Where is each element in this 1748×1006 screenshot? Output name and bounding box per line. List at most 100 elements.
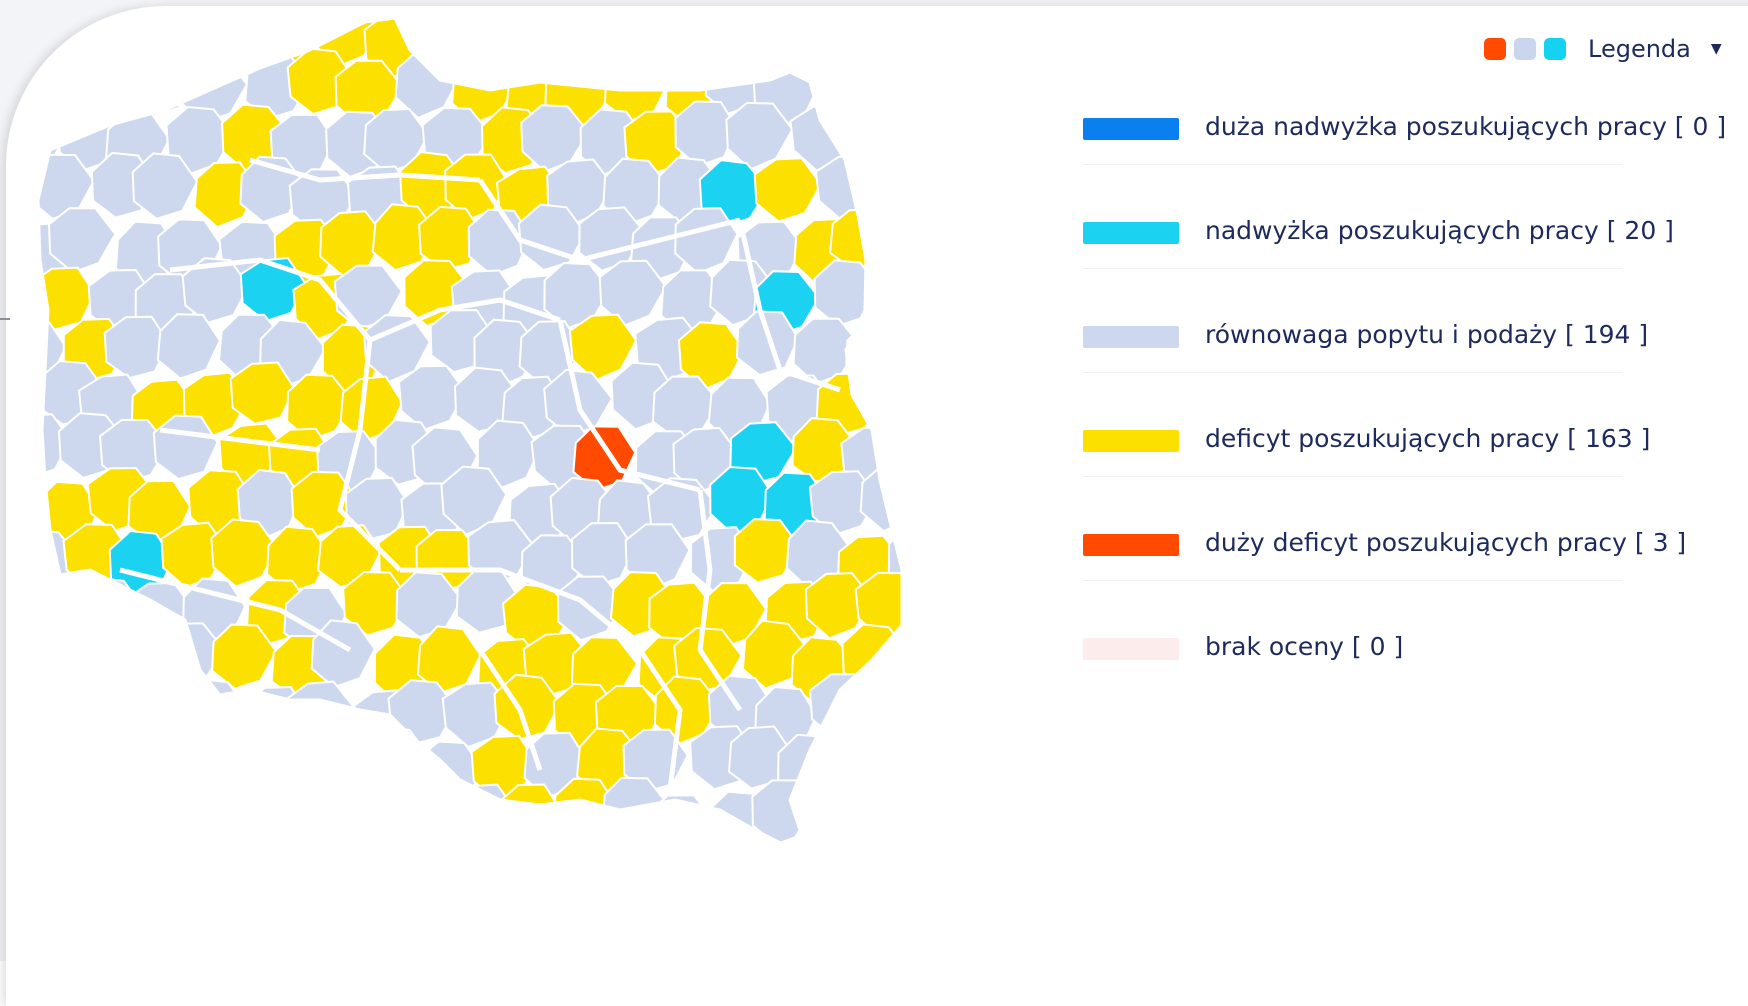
county-region[interactable]: [443, 898, 507, 950]
county-region[interactable]: [622, 844, 687, 914]
county-region[interactable]: [568, 313, 638, 382]
county-region[interactable]: [572, 425, 637, 492]
county-region[interactable]: [943, 522, 1008, 587]
county-region[interactable]: [416, 838, 484, 906]
county-region[interactable]: [966, 375, 1020, 440]
county-region[interactable]: [20, 739, 79, 807]
county-region[interactable]: [126, 51, 194, 118]
county-region[interactable]: [211, 623, 278, 690]
county-region[interactable]: [396, 887, 462, 950]
county-region[interactable]: [868, 56, 935, 124]
county-region[interactable]: [665, 898, 731, 950]
county-region[interactable]: [112, 10, 180, 63]
county-region[interactable]: [20, 845, 61, 911]
county-region[interactable]: [913, 680, 977, 744]
county-region[interactable]: [27, 687, 93, 758]
county-region[interactable]: [555, 890, 617, 950]
county-region[interactable]: [191, 889, 255, 950]
poland-map[interactable]: [20, 10, 1020, 950]
county-region[interactable]: [970, 676, 1020, 740]
county-region[interactable]: [912, 884, 974, 946]
county-region[interactable]: [522, 836, 590, 904]
county-region[interactable]: [165, 730, 233, 799]
county-region[interactable]: [972, 575, 1020, 638]
county-region[interactable]: [672, 10, 739, 70]
county-region[interactable]: [937, 111, 999, 176]
county-region[interactable]: [960, 897, 1020, 950]
county-region[interactable]: [909, 574, 973, 638]
county-region[interactable]: [313, 839, 378, 902]
county-region[interactable]: [215, 845, 284, 912]
county-region[interactable]: [867, 793, 936, 857]
county-region[interactable]: [968, 263, 1020, 326]
county-region[interactable]: [946, 424, 1010, 490]
county-region[interactable]: [863, 273, 926, 342]
county-region[interactable]: [115, 846, 182, 909]
county-region[interactable]: [207, 10, 273, 72]
county-map-svg[interactable]: [20, 10, 1020, 950]
county-region[interactable]: [127, 479, 192, 545]
county-region[interactable]: [598, 259, 668, 328]
county-region[interactable]: [360, 839, 429, 909]
county-region[interactable]: [914, 56, 977, 124]
county-region[interactable]: [920, 781, 983, 847]
county-region[interactable]: [362, 314, 431, 384]
county-region[interactable]: [82, 48, 149, 118]
county-region[interactable]: [793, 837, 862, 902]
county-region[interactable]: [924, 366, 987, 430]
county-region[interactable]: [20, 10, 72, 74]
county-region[interactable]: [946, 622, 1014, 687]
caret-down-icon[interactable]: ▼: [1710, 41, 1722, 57]
county-region[interactable]: [333, 264, 403, 331]
county-region[interactable]: [968, 153, 1020, 221]
county-region[interactable]: [881, 317, 944, 381]
county-region[interactable]: [520, 104, 590, 173]
county-region[interactable]: [440, 465, 508, 536]
county-region[interactable]: [865, 892, 930, 950]
county-region[interactable]: [814, 881, 876, 948]
county-region[interactable]: [47, 207, 117, 274]
county-region[interactable]: [472, 10, 538, 75]
county-region[interactable]: [50, 13, 116, 81]
county-region[interactable]: [33, 776, 100, 841]
county-region[interactable]: [738, 10, 804, 69]
county-region[interactable]: [813, 259, 881, 328]
county-region[interactable]: [977, 777, 1020, 840]
county-region[interactable]: [892, 638, 958, 706]
county-region[interactable]: [943, 848, 1009, 911]
county-region[interactable]: [898, 736, 964, 803]
county-region[interactable]: [131, 889, 195, 950]
county-region[interactable]: [287, 680, 356, 746]
county-region[interactable]: [866, 374, 936, 440]
county-region[interactable]: [34, 881, 102, 947]
county-region[interactable]: [467, 834, 533, 900]
county-region[interactable]: [181, 257, 250, 324]
county-region[interactable]: [87, 782, 155, 848]
county-region[interactable]: [404, 781, 472, 848]
county-region[interactable]: [156, 313, 222, 380]
county-region[interactable]: [209, 725, 276, 790]
county-region[interactable]: [37, 63, 102, 129]
county-region[interactable]: [730, 843, 796, 907]
county-region[interactable]: [946, 208, 1014, 273]
county-region[interactable]: [837, 10, 902, 63]
county-region[interactable]: [638, 15, 706, 80]
county-region[interactable]: [493, 673, 562, 741]
county-region[interactable]: [416, 625, 482, 694]
county-region[interactable]: [422, 10, 489, 63]
county-region[interactable]: [128, 678, 197, 747]
county-region[interactable]: [854, 571, 924, 640]
county-region[interactable]: [881, 110, 949, 179]
county-region[interactable]: [79, 686, 145, 754]
county-region[interactable]: [297, 895, 364, 951]
county-region[interactable]: [944, 322, 1010, 387]
county-region[interactable]: [813, 53, 879, 122]
county-region[interactable]: [895, 209, 958, 275]
county-region[interactable]: [570, 10, 641, 79]
county-region[interactable]: [581, 832, 650, 899]
county-region[interactable]: [334, 59, 404, 126]
county-region[interactable]: [136, 777, 200, 847]
county-region[interactable]: [865, 673, 935, 739]
county-region[interactable]: [110, 724, 177, 796]
county-region[interactable]: [883, 417, 948, 485]
